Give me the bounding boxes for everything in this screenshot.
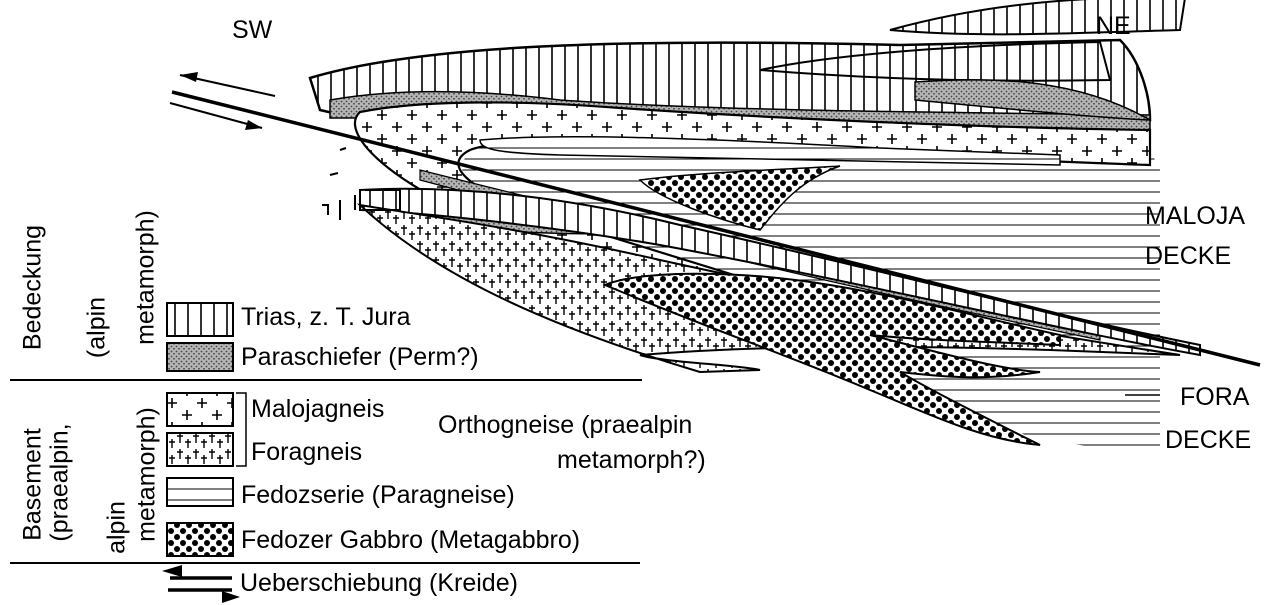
legend-text-malojagneis: Malojagneis [251,397,384,422]
legend-text-foragneis: Foragneis [251,440,362,465]
legend-text-fedozserie: Fedozserie (Paragneise) [241,483,515,508]
legend-text-thrust: Ueberschiebung (Kreide) [240,571,518,596]
label-basement-meta1: (praealpin, [48,413,73,553]
label-cover-meta2: metamorph) [134,203,159,353]
legend-text-trias: Trias, z. T. Jura [241,305,410,330]
thrust-arrow-upper-head [180,72,198,82]
legend-swatch-paraschiefer [167,343,233,371]
legend-text-gabbro: Fedozer Gabbro (Metagabbro) [241,528,580,553]
trias-lobe-top [890,0,1185,34]
legend-thrust-symbol [168,578,232,590]
fragment-left [322,148,355,220]
label-fora-2: DECKE [1165,428,1251,453]
legend-swatch-gabbro [167,523,233,556]
label-cover-meta1: (alpin [85,278,110,378]
label-fora-1: FORA [1180,385,1249,410]
legend-thrust-arrow-tail [222,591,240,603]
label-maloja-1: MALOJA [1145,204,1245,229]
legend-text-paraschiefer: Paraschiefer (Perm?) [241,345,479,370]
orthogneise-bracket [236,393,246,466]
legend-swatch-fedozserie [167,478,233,506]
label-cover: Bedeckung [21,213,46,363]
legend-rule-cover [10,379,642,381]
label-basement: Basement [21,415,46,555]
legend-swatch-trias [167,303,233,336]
label-sw: SW [232,18,272,43]
orthogneise-line1: Orthogneise (praealpin [438,413,692,438]
thrust-arrow-lower-head [245,120,262,130]
label-ne: NE [1096,14,1131,39]
orthogneise-line2: metamorph?) [557,448,706,473]
label-basement-meta3: metamorph) [135,400,160,550]
legend-thrust-arrow-head [162,565,182,577]
label-basement-meta2: alpin [105,493,130,563]
label-maloja-2: DECKE [1145,244,1231,269]
legend-swatch-malojagneis [167,393,233,426]
legend-swatch-foragneis [167,433,233,466]
